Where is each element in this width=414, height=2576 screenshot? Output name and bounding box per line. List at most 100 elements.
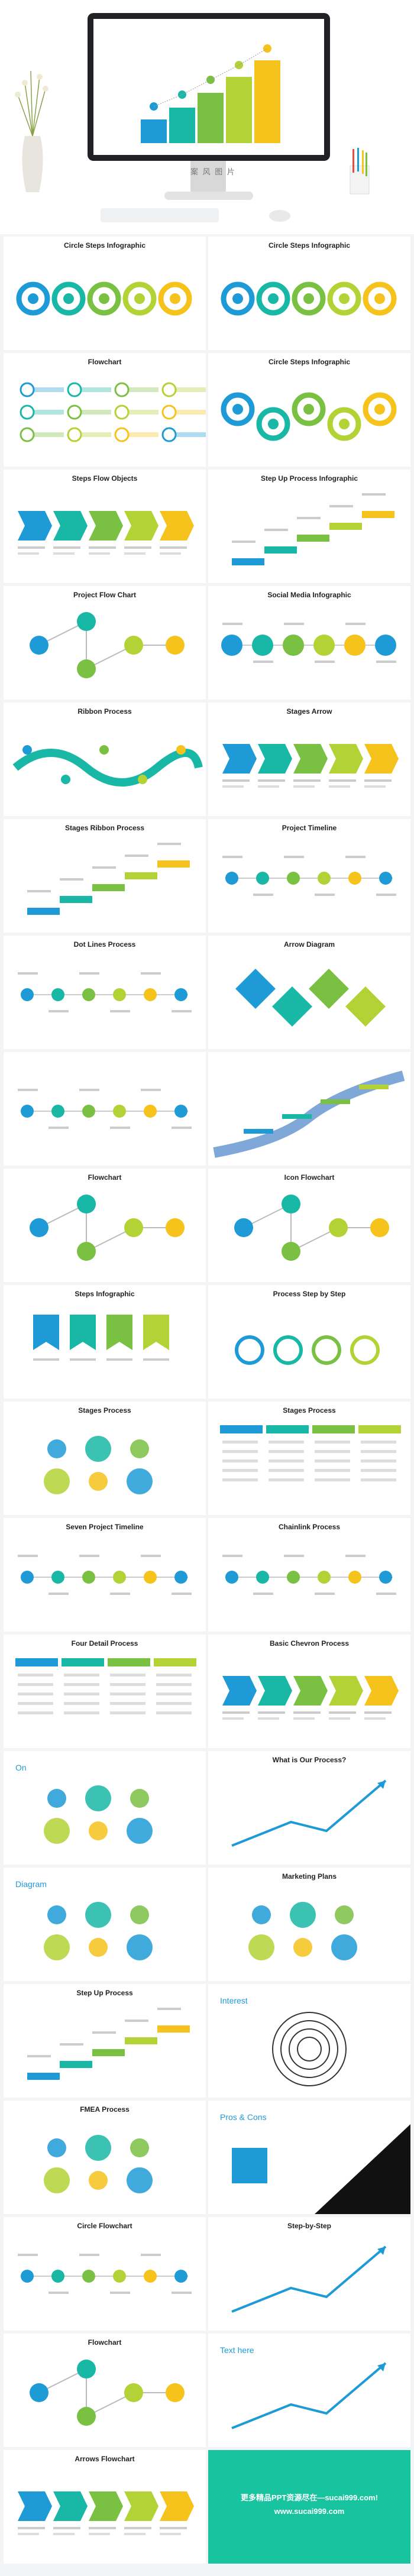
slide-thumbnail[interactable]: Arrows Flowchart xyxy=(4,2450,206,2564)
slide-graphic xyxy=(232,493,394,565)
slide-graphic xyxy=(231,1779,387,1847)
slide-graphic xyxy=(15,1658,196,1714)
slide-title: Arrow Diagram xyxy=(283,940,335,949)
slide-thumbnail[interactable]: Stages Arrow xyxy=(208,703,410,816)
slide-thumbnail[interactable]: Stages Process xyxy=(208,1402,410,1515)
slide-callout-text: Pros & Cons xyxy=(220,2112,267,2122)
slide-graphic xyxy=(222,1676,399,1720)
slide-thumbnail[interactable]: Text here xyxy=(208,2334,410,2447)
slide-graphic xyxy=(221,392,397,441)
slide-graphic xyxy=(18,1089,192,1129)
slide-thumbnail[interactable] xyxy=(4,1052,206,1166)
promo-line-2: www.sucai999.com xyxy=(274,2507,345,2516)
slide-graphic xyxy=(18,972,192,1012)
slide-thumbnail[interactable]: Seven Project Timeline xyxy=(4,1518,206,1632)
slide-graphic xyxy=(220,1425,401,1481)
slide-title: Stages Process xyxy=(283,1406,336,1415)
slide-thumbnail[interactable]: Social Media Infographic xyxy=(208,586,410,700)
slide-thumbnail[interactable]: Stages Ribbon Process xyxy=(4,819,206,933)
slide-thumbnail[interactable]: On xyxy=(4,1751,206,1865)
slide-graphic xyxy=(213,1070,405,1158)
slide-thumbnail[interactable]: Circle Steps Infographic xyxy=(4,237,206,350)
pencil-cup-illustration xyxy=(350,148,370,195)
slide-thumbnail[interactable]: Four Detail Process xyxy=(4,1635,206,1748)
slide-title: Step-by-Step xyxy=(287,2222,331,2230)
hero-bar-chart xyxy=(141,44,280,143)
slide-title: Project Flow Chart xyxy=(73,591,136,599)
slide-graphic xyxy=(18,1555,192,1595)
slide-thumbnail[interactable]: Circle Steps Infographic xyxy=(208,237,410,350)
slide-graphic xyxy=(33,1315,169,1361)
mouse-illustration xyxy=(269,210,290,222)
slide-title: Stages Ribbon Process xyxy=(64,824,145,832)
slide-title: Circle Steps Infographic xyxy=(63,241,146,250)
slide-title: FMEA Process xyxy=(80,2105,130,2114)
promo-banner[interactable]: 更多精品PPT资源尽在—sucai999.com!www.sucai999.co… xyxy=(208,2450,410,2564)
slide-graphic xyxy=(235,1335,380,1365)
monitor-screen xyxy=(93,19,324,155)
slide-title: Seven Project Timeline xyxy=(66,1523,144,1531)
slide-thumbnail[interactable]: Basic Chevron Process xyxy=(208,1635,410,1748)
slide-thumbnail[interactable]: Steps Infographic xyxy=(4,1285,206,1399)
slide-title: Arrows Flowchart xyxy=(75,2455,135,2463)
slide-thumbnail[interactable]: Circle Steps Infographic xyxy=(208,353,410,467)
slide-thumbnail[interactable]: Step-by-Step xyxy=(208,2217,410,2331)
slide-thumbnail[interactable]: Project Timeline xyxy=(208,819,410,933)
slide-graphic xyxy=(231,2362,387,2429)
slide-thumbnail[interactable]: FMEA Process xyxy=(4,2101,206,2214)
slide-thumbnail[interactable]: Chainlink Process xyxy=(208,1518,410,1632)
slide-graphic xyxy=(232,2124,410,2214)
slide-thumbnail[interactable]: Steps Flow Objects xyxy=(4,470,206,583)
slide-thumbnail[interactable]: Interest xyxy=(208,1984,410,2098)
slide-graphic xyxy=(44,1902,153,1960)
slide-title: Step Up Process Infographic xyxy=(260,474,358,483)
slide-title: Project Timeline xyxy=(282,824,337,832)
slide-title: Process Step by Step xyxy=(273,1290,346,1298)
slide-thumbnail[interactable]: Marketing Plans xyxy=(208,1868,410,1981)
slide-title: Flowchart xyxy=(88,2338,122,2347)
slide-thumbnail[interactable]: Arrow Diagram xyxy=(208,936,410,1049)
slide-thumbnail[interactable]: Circle Flowchart xyxy=(4,2217,206,2331)
slide-title: Flowchart xyxy=(88,358,122,366)
slide-graphic xyxy=(30,612,185,678)
slide-thumbnail[interactable]: Step Up Process xyxy=(4,1984,206,2098)
slide-thumbnail[interactable]: Diagram xyxy=(4,1868,206,1981)
slide-thumbnail[interactable]: Pros & Cons xyxy=(208,2101,410,2214)
slide-thumbnail[interactable]: Ribbon Process xyxy=(4,703,206,816)
slide-title: Circle Flowchart xyxy=(77,2222,132,2230)
slide-thumbnail[interactable]: Step Up Process Infographic xyxy=(208,470,410,583)
monitor-stand xyxy=(190,161,226,193)
slide-graphic xyxy=(44,1436,153,1494)
slide-title: Circle Steps Infographic xyxy=(268,241,351,250)
slide-graphic xyxy=(221,623,396,663)
slide-thumbnail[interactable]: Flowchart xyxy=(4,1169,206,1282)
slide-thumbnail[interactable]: Process Step by Step xyxy=(208,1285,410,1399)
slide-callout-text: Diagram xyxy=(15,1879,47,1889)
slide-thumbnail[interactable]: Project Flow Chart xyxy=(4,586,206,700)
slide-thumbnail[interactable] xyxy=(208,1052,410,1166)
slide-title: Stages Arrow xyxy=(286,707,332,716)
slide-graphic xyxy=(30,1195,185,1261)
slide-title: Marketing Plans xyxy=(282,1872,337,1881)
slide-graphic xyxy=(235,969,386,1027)
slide-title: Stages Process xyxy=(78,1406,131,1415)
slide-graphic xyxy=(231,2245,387,2313)
slide-graphic xyxy=(272,2012,347,2086)
slide-graphic xyxy=(27,2008,190,2080)
slide-thumbnail[interactable]: Flowchart xyxy=(4,353,206,467)
slide-graphic xyxy=(222,744,399,788)
slide-graphic xyxy=(30,2360,185,2426)
slide-thumbnail[interactable]: Flowchart xyxy=(4,2334,206,2447)
slide-thumbnail[interactable]: Dot Lines Process xyxy=(4,936,206,1049)
slide-title: Step Up Process xyxy=(76,1989,133,1997)
slide-graphic xyxy=(18,511,194,555)
slide-thumbnail[interactable]: Icon Flowchart xyxy=(208,1169,410,1282)
slide-graphic xyxy=(20,382,206,442)
slide-title: Icon Flowchart xyxy=(284,1173,335,1182)
keyboard-illustration xyxy=(101,208,219,222)
slide-thumbnail[interactable]: What is Our Process? xyxy=(208,1751,410,1865)
slide-thumbnail[interactable]: Stages Process xyxy=(4,1402,206,1515)
slide-graphic xyxy=(248,1902,357,1960)
hero-banner: 案 风 图 片 xyxy=(0,0,414,234)
